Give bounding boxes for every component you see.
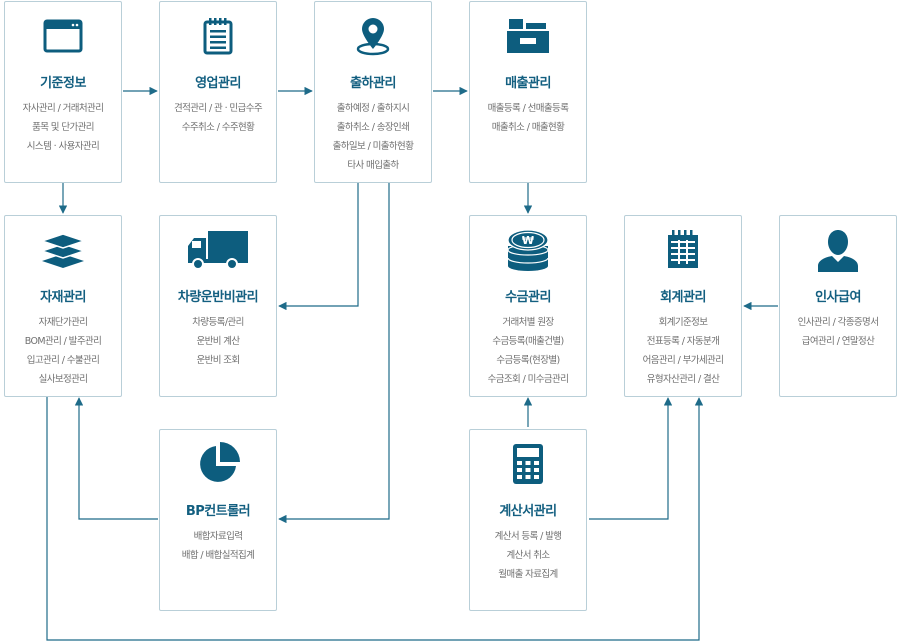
module-item: 품목 및 단가관리: [32, 122, 94, 133]
module-item: 자사관리 / 거래처관리: [22, 103, 104, 114]
browser-window-icon: [5, 14, 121, 58]
module-item: 실사보정관리: [38, 374, 88, 385]
module-item: 매출등록 / 선매출등록: [487, 103, 569, 114]
module-title: 차량운반비관리: [177, 290, 259, 305]
module-item: 출하일보 / 미출하현황: [332, 141, 414, 152]
module-item: 거래처별 원장: [502, 317, 554, 328]
module-item: 급여관리 / 연말정산: [801, 336, 875, 347]
arrow-material-to-account: [46, 397, 704, 641]
module-item: 운반비 조회: [196, 355, 240, 366]
module-revenue[interactable]: 매출관리 매출등록 / 선매출등록 매출취소 / 매출현황: [469, 1, 587, 183]
module-item: 견적관리 / 관 · 민급수주: [174, 103, 263, 114]
module-collection[interactable]: ₩ 수금관리 거래처별 원장 수금등록(매출건별) 수금등록(현장별) 수금조회…: [469, 215, 587, 397]
person-icon: [780, 228, 896, 272]
module-item: 타사 매입출하: [347, 160, 399, 171]
module-title: BP컨트롤러: [185, 504, 251, 519]
module-item: 출하예정 / 출하지시: [336, 103, 410, 114]
module-invoice[interactable]: 계산서관리 계산서 등록 / 발행 계산서 취소 월매출 자료집계: [469, 429, 587, 611]
module-item: 계산서 등록 / 발행: [494, 531, 562, 542]
module-item: 회계기준정보: [658, 317, 708, 328]
module-title: 자재관리: [40, 290, 86, 305]
module-title: 매출관리: [505, 76, 551, 91]
module-sales[interactable]: 영업관리 견적관리 / 관 · 민급수주 수주취소 / 수주현황: [159, 1, 277, 183]
svg-text:₩: ₩: [522, 234, 534, 247]
ledger-icon: [625, 228, 741, 272]
notepad-icon: [160, 14, 276, 58]
module-item: 수주취소 / 수주현황: [181, 122, 255, 133]
layers-icon: [5, 228, 121, 272]
module-item: BOM관리 / 발주관리: [24, 336, 102, 347]
module-title: 인사급여: [815, 290, 861, 305]
arrow-shipping-to-vehicle: [278, 183, 359, 311]
module-basic-info[interactable]: 기준정보 자사관리 / 거래처관리 품목 및 단가관리 시스템 · 사용자관리: [4, 1, 122, 183]
module-item: 월매출 자료집계: [498, 569, 558, 580]
module-title: 수금관리: [505, 290, 551, 305]
module-item: 계산서 취소: [506, 550, 550, 561]
calculator-icon: [470, 442, 586, 486]
module-title: 기준정보: [40, 76, 86, 91]
module-item: 매출취소 / 매출현황: [491, 122, 565, 133]
module-item: 어음관리 / 부가세관리: [642, 355, 724, 366]
arrow-bp-to-material: [74, 397, 158, 520]
module-vehicle-cost[interactable]: 차량운반비관리 차량등록/관리 운반비 계산 운반비 조회: [159, 215, 277, 397]
module-shipping[interactable]: 출하관리 출하예정 / 출하지시 출하취소 / 송장인쇄 출하일보 / 미출하현…: [314, 1, 432, 183]
arrow-shipping-to-bp: [278, 183, 390, 524]
module-item: 배합 / 배합실적집계: [181, 550, 255, 561]
module-title: 계산서관리: [499, 504, 557, 519]
arrow-invoice-to-account: [589, 397, 673, 520]
module-item: 출하취소 / 송장인쇄: [336, 122, 410, 133]
module-item: 운반비 계산: [196, 336, 240, 347]
module-title: 영업관리: [195, 76, 241, 91]
module-item: 배합자료입력: [193, 531, 243, 542]
coin-stack-icon: ₩: [470, 228, 586, 272]
cash-register-icon: [470, 14, 586, 58]
module-bp-controller[interactable]: BP컨트롤러 배합자료입력 배합 / 배합실적집계: [159, 429, 277, 611]
module-item: 차량등록/관리: [192, 317, 244, 328]
module-item: 인사관리 / 각종증명서: [797, 317, 879, 328]
module-material[interactable]: 자재관리 자재단가관리 BOM관리 / 발주관리 입고관리 / 수불관리 실사보…: [4, 215, 122, 397]
module-item: 수금조회 / 미수금관리: [487, 374, 569, 385]
location-pin-icon: [315, 14, 431, 58]
module-item: 수금등록(매출건별): [492, 336, 564, 347]
module-item: 입고관리 / 수불관리: [26, 355, 100, 366]
module-item: 자재단가관리: [38, 317, 88, 328]
module-hr-payroll[interactable]: 인사급여 인사관리 / 각종증명서 급여관리 / 연말정산: [779, 215, 897, 397]
module-item: 수금등록(현장별): [496, 355, 560, 366]
module-item: 유형자산관리 / 결산: [646, 374, 720, 385]
module-item: 전표등록 / 자동분개: [646, 336, 720, 347]
truck-icon: [160, 228, 276, 272]
pie-chart-icon: [160, 442, 276, 486]
module-accounting[interactable]: 회계관리 회계기준정보 전표등록 / 자동분개 어음관리 / 부가세관리 유형자…: [624, 215, 742, 397]
module-title: 회계관리: [660, 290, 706, 305]
module-item: 시스템 · 사용자관리: [26, 141, 100, 152]
module-title: 출하관리: [350, 76, 396, 91]
